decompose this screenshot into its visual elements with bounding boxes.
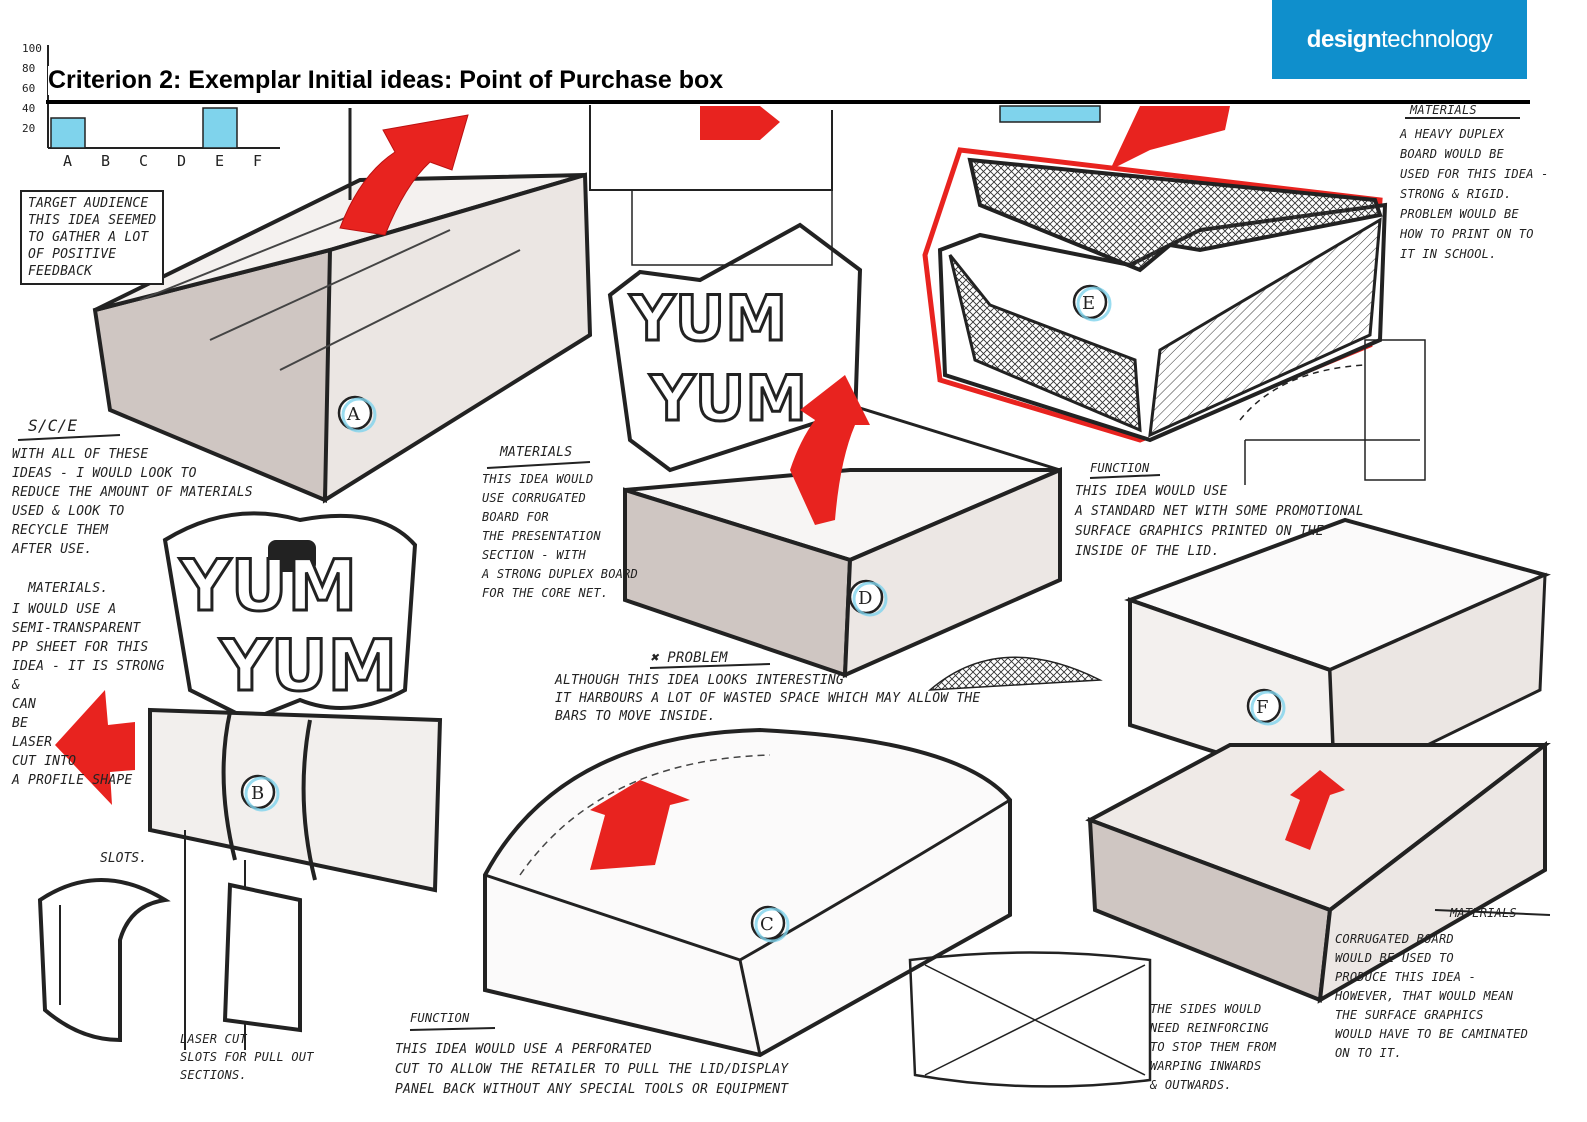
logo-light-text: technology	[1381, 25, 1493, 53]
idea-d-sketch: YUM YUM D	[607, 222, 1062, 679]
idea-d-yum-bottom: YUM	[649, 362, 807, 435]
chart-x-tick: F	[253, 152, 262, 170]
chart-x-tick: E	[215, 152, 224, 170]
problem-note: ALTHOUGH THIS IDEA LOOKS INTERESTING IT …	[555, 673, 981, 724]
problem-heading: ✖ PROBLEM	[650, 650, 728, 666]
chart-x-tick: C	[139, 152, 148, 170]
slots-sketch: SLOTS.	[37, 851, 302, 1043]
idea-b-yum-top: YUM	[179, 545, 357, 627]
function-f-heading: FUNCTION	[1090, 461, 1150, 475]
idea-b-yum-bottom: YUM	[219, 625, 397, 707]
idea-b-label: B	[251, 783, 264, 804]
chart-x-tick: B	[101, 152, 110, 170]
target-audience-note: TARGET AUDIENCE THIS IDEA SEEMED TO GATH…	[20, 190, 165, 285]
problem-heading-text: PROBLEM	[667, 650, 728, 666]
materials-f-note: CORRUGATED BOARD WOULD BE USED TO PRODUC…	[1335, 932, 1529, 1060]
chart-x-tick: D	[177, 152, 186, 170]
materials-d-note: THIS IDEA WOULD USE CORRUGATED BOARD FOR…	[482, 472, 638, 600]
idea-f-sketch: F	[1085, 517, 1551, 1004]
materials-f-heading: MATERIALS	[1450, 906, 1517, 920]
materials-d-heading: MATERIALS	[500, 445, 573, 460]
page-title: Criterion 2: Exemplar Initial ideas: Poi…	[48, 66, 730, 95]
idea-c-sketch: C	[483, 656, 1152, 1088]
chart-bar	[202, 107, 238, 149]
function-c-heading: FUNCTION	[410, 1011, 470, 1025]
slots-note: LASER CUT SLOTS FOR PULL OUT SECTIONS.	[180, 1032, 314, 1082]
idea-c-label: C	[760, 914, 774, 935]
chart-y-tick: 80	[22, 62, 35, 75]
idea-e-sketch: E	[922, 105, 1426, 485]
idea-d-label: D	[858, 588, 872, 609]
chart-y-tick: 40	[22, 102, 35, 115]
sides-note: THE SIDES WOULD NEED REINFORCING TO STOP…	[1150, 1002, 1277, 1092]
idea-b-sketch: YUM YUM B	[55, 511, 443, 1050]
survey-bar-chart: 100 80 60 40 20 A B C D E F	[22, 42, 280, 170]
function-c-note: THIS IDEA WOULD USE A PERFORATED CUT TO …	[395, 1042, 789, 1097]
idea-a-sketch: A	[92, 108, 593, 504]
idea-e-label: E	[1082, 293, 1095, 314]
sie-note: WITH ALL OF THESE IDEAS - I WOULD LOOK T…	[12, 447, 253, 557]
title-rule	[46, 100, 1530, 104]
logo-bold-text: design	[1306, 25, 1382, 53]
sie-heading: S/C/E	[28, 416, 78, 435]
materials-b-heading: MATERIALS.	[28, 581, 109, 596]
idea-f-label: F	[1256, 697, 1269, 718]
materials-b-note: I WOULD USE A SEMI-TRANSPARENT PP SHEET …	[12, 602, 165, 788]
idea-a-label: A	[346, 404, 361, 425]
materials-e-heading: MATERIALS	[1410, 103, 1477, 117]
heading-underlines	[17, 117, 1551, 1031]
idea-d-yum-top: YUM	[629, 282, 787, 355]
top-centre-fragment	[589, 105, 833, 266]
chart-y-tick: 60	[22, 82, 35, 95]
chart-bar	[50, 117, 86, 149]
function-f-note: THIS IDEA WOULD USE A STANDARD NET WITH …	[1075, 484, 1364, 559]
chart-x-tick: A	[63, 152, 72, 170]
materials-e-note: A HEAVY DUPLEX BOARD WOULD BE USED FOR T…	[1400, 127, 1549, 261]
chart-y-tick: 20	[22, 122, 35, 135]
slots-label: SLOTS.	[100, 851, 147, 866]
chart-y-tick: 100	[22, 42, 42, 55]
